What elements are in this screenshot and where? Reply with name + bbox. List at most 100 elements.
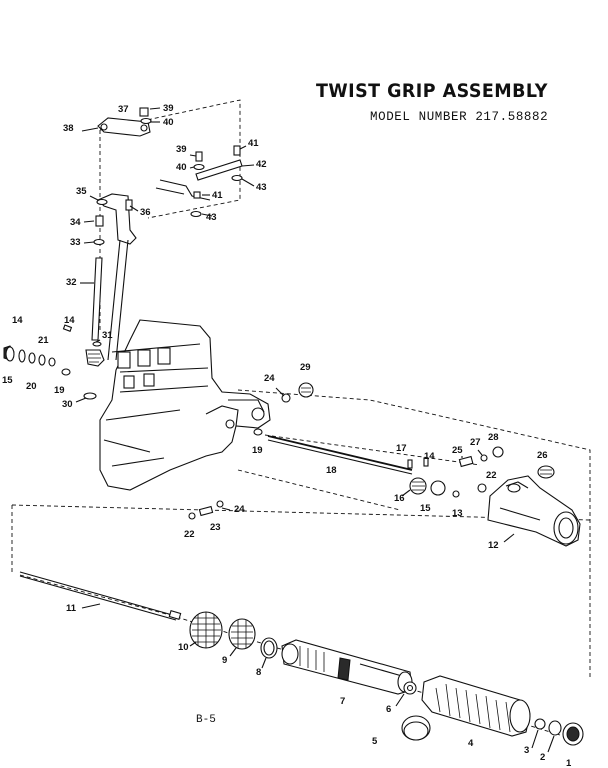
callout-number: 10 [178, 642, 189, 653]
grip-end-parts [401, 675, 584, 746]
callout-number: 31 [102, 330, 113, 341]
throttle-shaft [267, 435, 460, 498]
callout-number: 24 [234, 504, 245, 515]
callout-leader-line [531, 729, 539, 749]
twist-grip-housing [487, 475, 581, 547]
callout-number: 13 [452, 508, 463, 519]
callout-number: 7 [340, 696, 345, 707]
callout-number: 41 [212, 190, 223, 201]
throttle-link-arm [97, 107, 152, 137]
grip-shaft [281, 639, 413, 695]
callout-number: 40 [176, 162, 187, 173]
callout-number: 35 [76, 186, 87, 197]
model-number: MODEL NUMBER 217.58882 [370, 110, 549, 124]
callout-leader-line [401, 489, 411, 497]
callout-number: 16 [394, 493, 405, 504]
callout-leader-line [221, 507, 231, 511]
callout-leader-line [261, 657, 267, 669]
callout-number: 15 [2, 375, 13, 386]
callout-leader-line [81, 127, 99, 132]
callout-number: 14 [12, 315, 23, 326]
pivot-bracket [96, 193, 137, 361]
callout-leader-line [229, 647, 237, 657]
callout-number: 29 [300, 362, 311, 373]
callout-number: 34 [70, 217, 81, 228]
callout-number: 28 [488, 432, 499, 443]
callout-number: 18 [326, 465, 337, 476]
throttle-cable [19, 571, 182, 621]
callout-number: 40 [163, 117, 174, 128]
callout-leader-line [241, 164, 255, 167]
callout-number: 24 [264, 373, 275, 384]
callout-number: 26 [537, 450, 548, 461]
callout-number: 43 [206, 212, 217, 223]
callout-leader-line [547, 735, 555, 753]
callout-number: 2 [540, 752, 545, 763]
callout-leader-line [241, 178, 255, 187]
callout-number: 30 [62, 399, 73, 410]
grip-gears [189, 611, 278, 659]
callout-number: 39 [163, 103, 174, 114]
callout-number: 43 [256, 182, 267, 193]
callout-leader-line [129, 205, 139, 212]
callout-number: 22 [486, 470, 497, 481]
callout-leader-line [83, 241, 95, 244]
callout-number: 22 [184, 529, 195, 540]
callout-leader-line [503, 533, 515, 543]
callout-number: 5 [372, 736, 378, 747]
callout-number: 1 [566, 758, 572, 768]
callout-number: 20 [26, 381, 37, 392]
callout-number: 14 [64, 315, 75, 326]
callout-leader-line [395, 693, 405, 707]
callout-number: 4 [468, 738, 474, 749]
left-hardware [3, 324, 105, 400]
callout-leader-line [275, 387, 285, 397]
callout-leader-line [149, 107, 161, 110]
callout-number: 23 [210, 522, 221, 533]
motor-housing [99, 319, 271, 491]
callout-number: 37 [118, 104, 129, 115]
callout-number: 36 [140, 207, 151, 218]
control-rod-stack [91, 215, 105, 347]
callout-number: 19 [54, 385, 65, 396]
callout-leader-line [239, 145, 247, 150]
callout-number: 6 [386, 704, 391, 715]
callout-number: 15 [420, 503, 431, 514]
pin-set [188, 500, 224, 520]
callout-leader-line [189, 641, 197, 647]
callout-leader-line [81, 603, 101, 609]
callout-leader-line [75, 397, 87, 403]
callout-number: 17 [396, 443, 407, 454]
page-title: TWIST GRIP ASSEMBLY [316, 80, 548, 102]
grip-housing-hardware [458, 446, 555, 493]
callout-number: 19 [252, 445, 263, 456]
callout-leader-line [89, 195, 99, 201]
callout-number: 21 [38, 335, 49, 346]
callout-leader-line [189, 154, 197, 157]
callout-number: 9 [222, 655, 227, 666]
callout-number: 32 [66, 277, 77, 288]
callout-number: 8 [256, 667, 261, 678]
upper-linkage [155, 145, 243, 218]
callout-number: 27 [470, 437, 481, 448]
callout-number: 3 [524, 745, 529, 756]
callout-leader-line [95, 339, 101, 343]
callout-number: 14 [424, 451, 435, 462]
callout-number: 25 [452, 445, 463, 456]
callout-leader-line [477, 449, 483, 456]
callout-number: 42 [256, 159, 267, 170]
callout-number: 12 [488, 540, 499, 551]
callout-number: 33 [70, 237, 81, 248]
page-number: B-5 [196, 714, 216, 726]
callout-leader-line [83, 220, 95, 223]
callout-number: 39 [176, 144, 187, 155]
callout-number: 41 [248, 138, 259, 149]
callout-leader-line [201, 213, 213, 217]
callout-number: 38 [63, 123, 74, 134]
assembly-guide-lines [11, 99, 591, 736]
callout-leader-line [189, 166, 195, 169]
callout-number: 11 [66, 603, 77, 614]
